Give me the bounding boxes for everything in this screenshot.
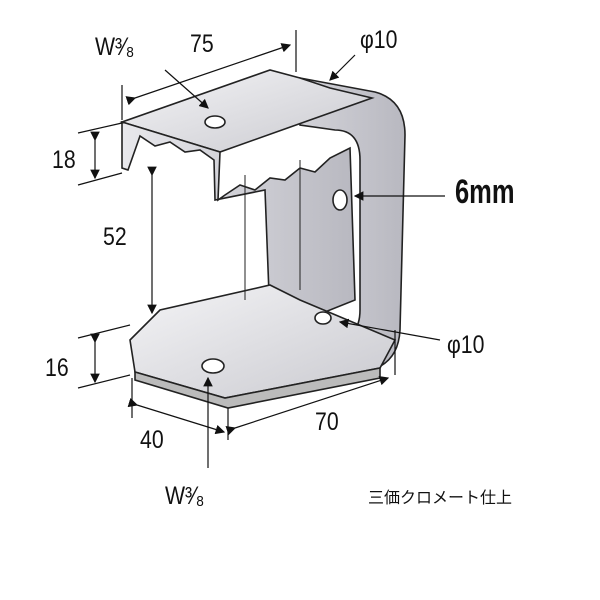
bottom-hole-label: φ10 — [447, 331, 485, 359]
top-hole-label: φ10 — [360, 26, 398, 54]
top-hole — [204, 115, 226, 129]
top-height-label: 18 — [52, 146, 76, 174]
bottom-hole — [201, 358, 225, 374]
bottom-bolt-label: W³⁄₈ — [165, 482, 205, 510]
bottom-side-hole — [314, 311, 332, 325]
bottom-height-label: 16 — [45, 354, 69, 382]
bottom-depth-label: 40 — [140, 426, 164, 454]
gap-label: 52 — [103, 223, 127, 251]
holes — [201, 115, 348, 374]
finish-note: 三価クロメート仕上 — [368, 490, 513, 507]
top-bolt-label: W³⁄₈ — [95, 33, 135, 61]
side-hole — [332, 189, 348, 211]
top-width-label: 75 — [190, 30, 214, 58]
bracket-body — [119, 69, 406, 409]
bottom-width-label: 70 — [315, 408, 339, 436]
side-hole-label: 6mm — [455, 173, 515, 211]
dimension-lines — [77, 30, 445, 468]
